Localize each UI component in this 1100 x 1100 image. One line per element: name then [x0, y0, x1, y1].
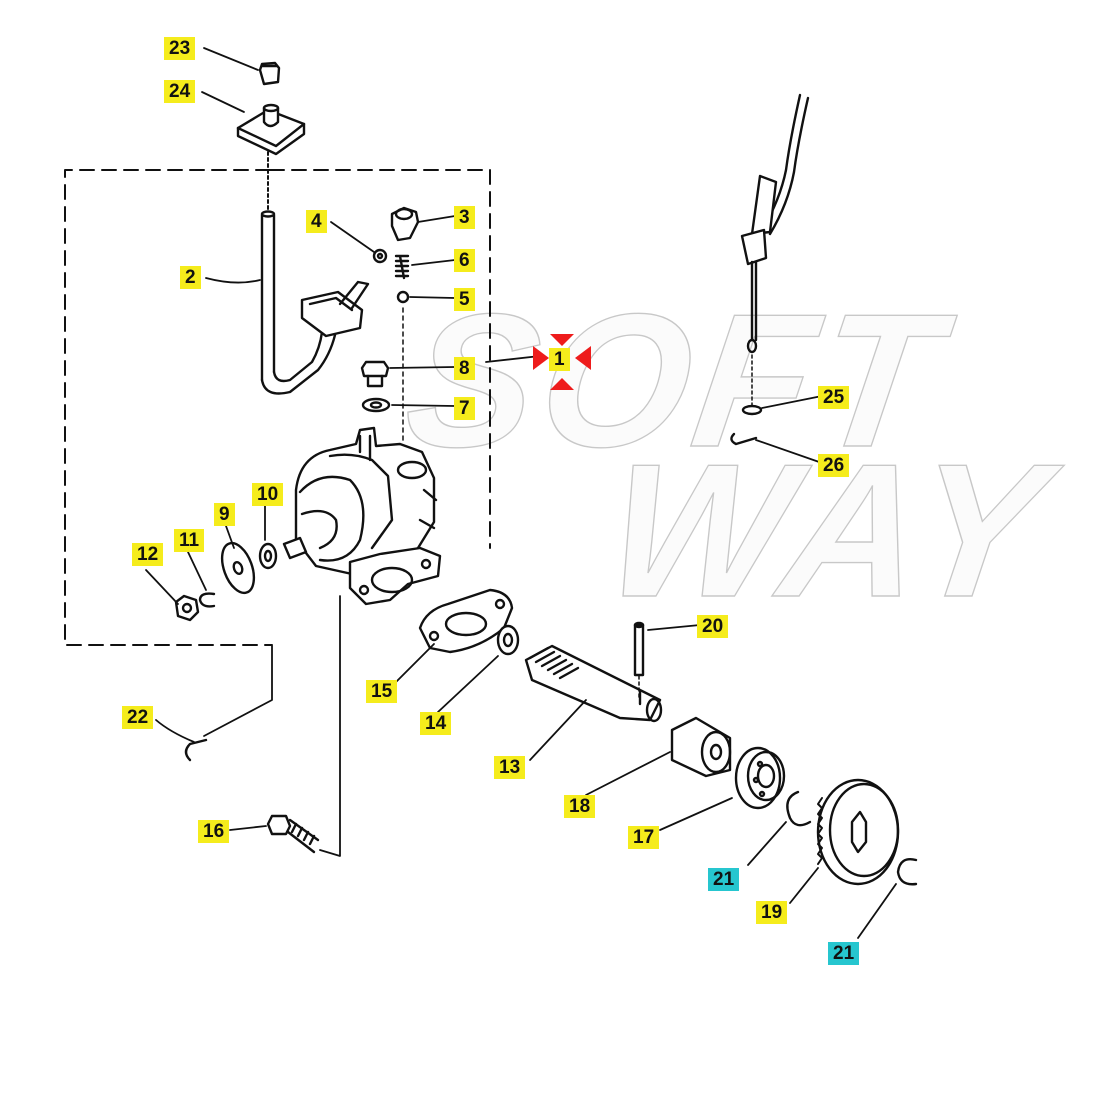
callout-17[interactable]: 17	[628, 826, 660, 849]
callout-5[interactable]: 5	[454, 288, 475, 311]
part-1-pump-body	[282, 426, 442, 606]
part-16-bolt	[266, 814, 320, 854]
callout-14[interactable]: 14	[420, 712, 452, 735]
part-10-oil-seal	[258, 542, 278, 570]
callout-2[interactable]: 2	[180, 266, 201, 289]
callout-8[interactable]: 8	[454, 357, 475, 380]
assembly-boundary	[64, 169, 273, 646]
callout-19[interactable]: 19	[756, 901, 788, 924]
callout-4[interactable]: 4	[306, 210, 327, 233]
part-11-circlip	[198, 592, 216, 608]
callout-20[interactable]: 20	[697, 615, 729, 638]
callout-10[interactable]: 10	[252, 483, 284, 506]
part-20-pin	[633, 621, 645, 677]
callout-24[interactable]: 24	[164, 80, 196, 103]
part-17-bearing	[734, 746, 786, 810]
callout-1[interactable]: 1	[549, 348, 570, 371]
callout-7[interactable]: 7	[454, 397, 475, 420]
callout-23[interactable]: 23	[164, 37, 196, 60]
callout-21a[interactable]: 21	[708, 868, 740, 891]
part-2-delivery-pipe	[260, 210, 370, 395]
callout-25[interactable]: 25	[818, 386, 850, 409]
callout-6[interactable]: 6	[454, 249, 475, 272]
part-26-cotter-pin	[730, 432, 758, 446]
part-12-nut	[174, 594, 200, 622]
selection-marker	[533, 334, 591, 390]
callout-13[interactable]: 13	[494, 756, 526, 779]
callout-21b[interactable]: 21	[828, 942, 860, 965]
part-23-cap-nut	[258, 61, 281, 86]
callout-9[interactable]: 9	[214, 503, 235, 526]
part-14-washer	[496, 624, 520, 656]
part-4-screw	[372, 248, 388, 264]
oil-pump-cable	[740, 93, 810, 406]
part-8-bolt	[360, 360, 390, 388]
part-5-ball	[396, 290, 410, 304]
part-21-circlip-upper	[786, 790, 812, 827]
part-13-drive-shaft	[524, 644, 663, 723]
part-22-clip	[184, 738, 208, 762]
part-6-spring	[394, 254, 410, 280]
callout-22[interactable]: 22	[122, 706, 154, 729]
callout-18[interactable]: 18	[564, 795, 596, 818]
part-3-banjo-fitting	[390, 206, 420, 242]
part-24-grommet	[236, 103, 306, 156]
part-7-washer	[361, 397, 391, 413]
part-9-washer	[220, 541, 256, 595]
part-18-collar	[670, 716, 732, 778]
callout-12[interactable]: 12	[132, 543, 164, 566]
part-19-gear	[816, 778, 900, 886]
part-15-gasket	[418, 588, 514, 654]
callout-11[interactable]: 11	[174, 529, 205, 552]
callout-26[interactable]: 26	[818, 454, 850, 477]
callout-16[interactable]: 16	[198, 820, 230, 843]
part-21-circlip-lower	[896, 858, 918, 886]
assembly-boundary-right	[269, 169, 491, 549]
callout-3[interactable]: 3	[454, 206, 475, 229]
part-25-washer	[741, 404, 763, 416]
callout-15[interactable]: 15	[366, 680, 398, 703]
